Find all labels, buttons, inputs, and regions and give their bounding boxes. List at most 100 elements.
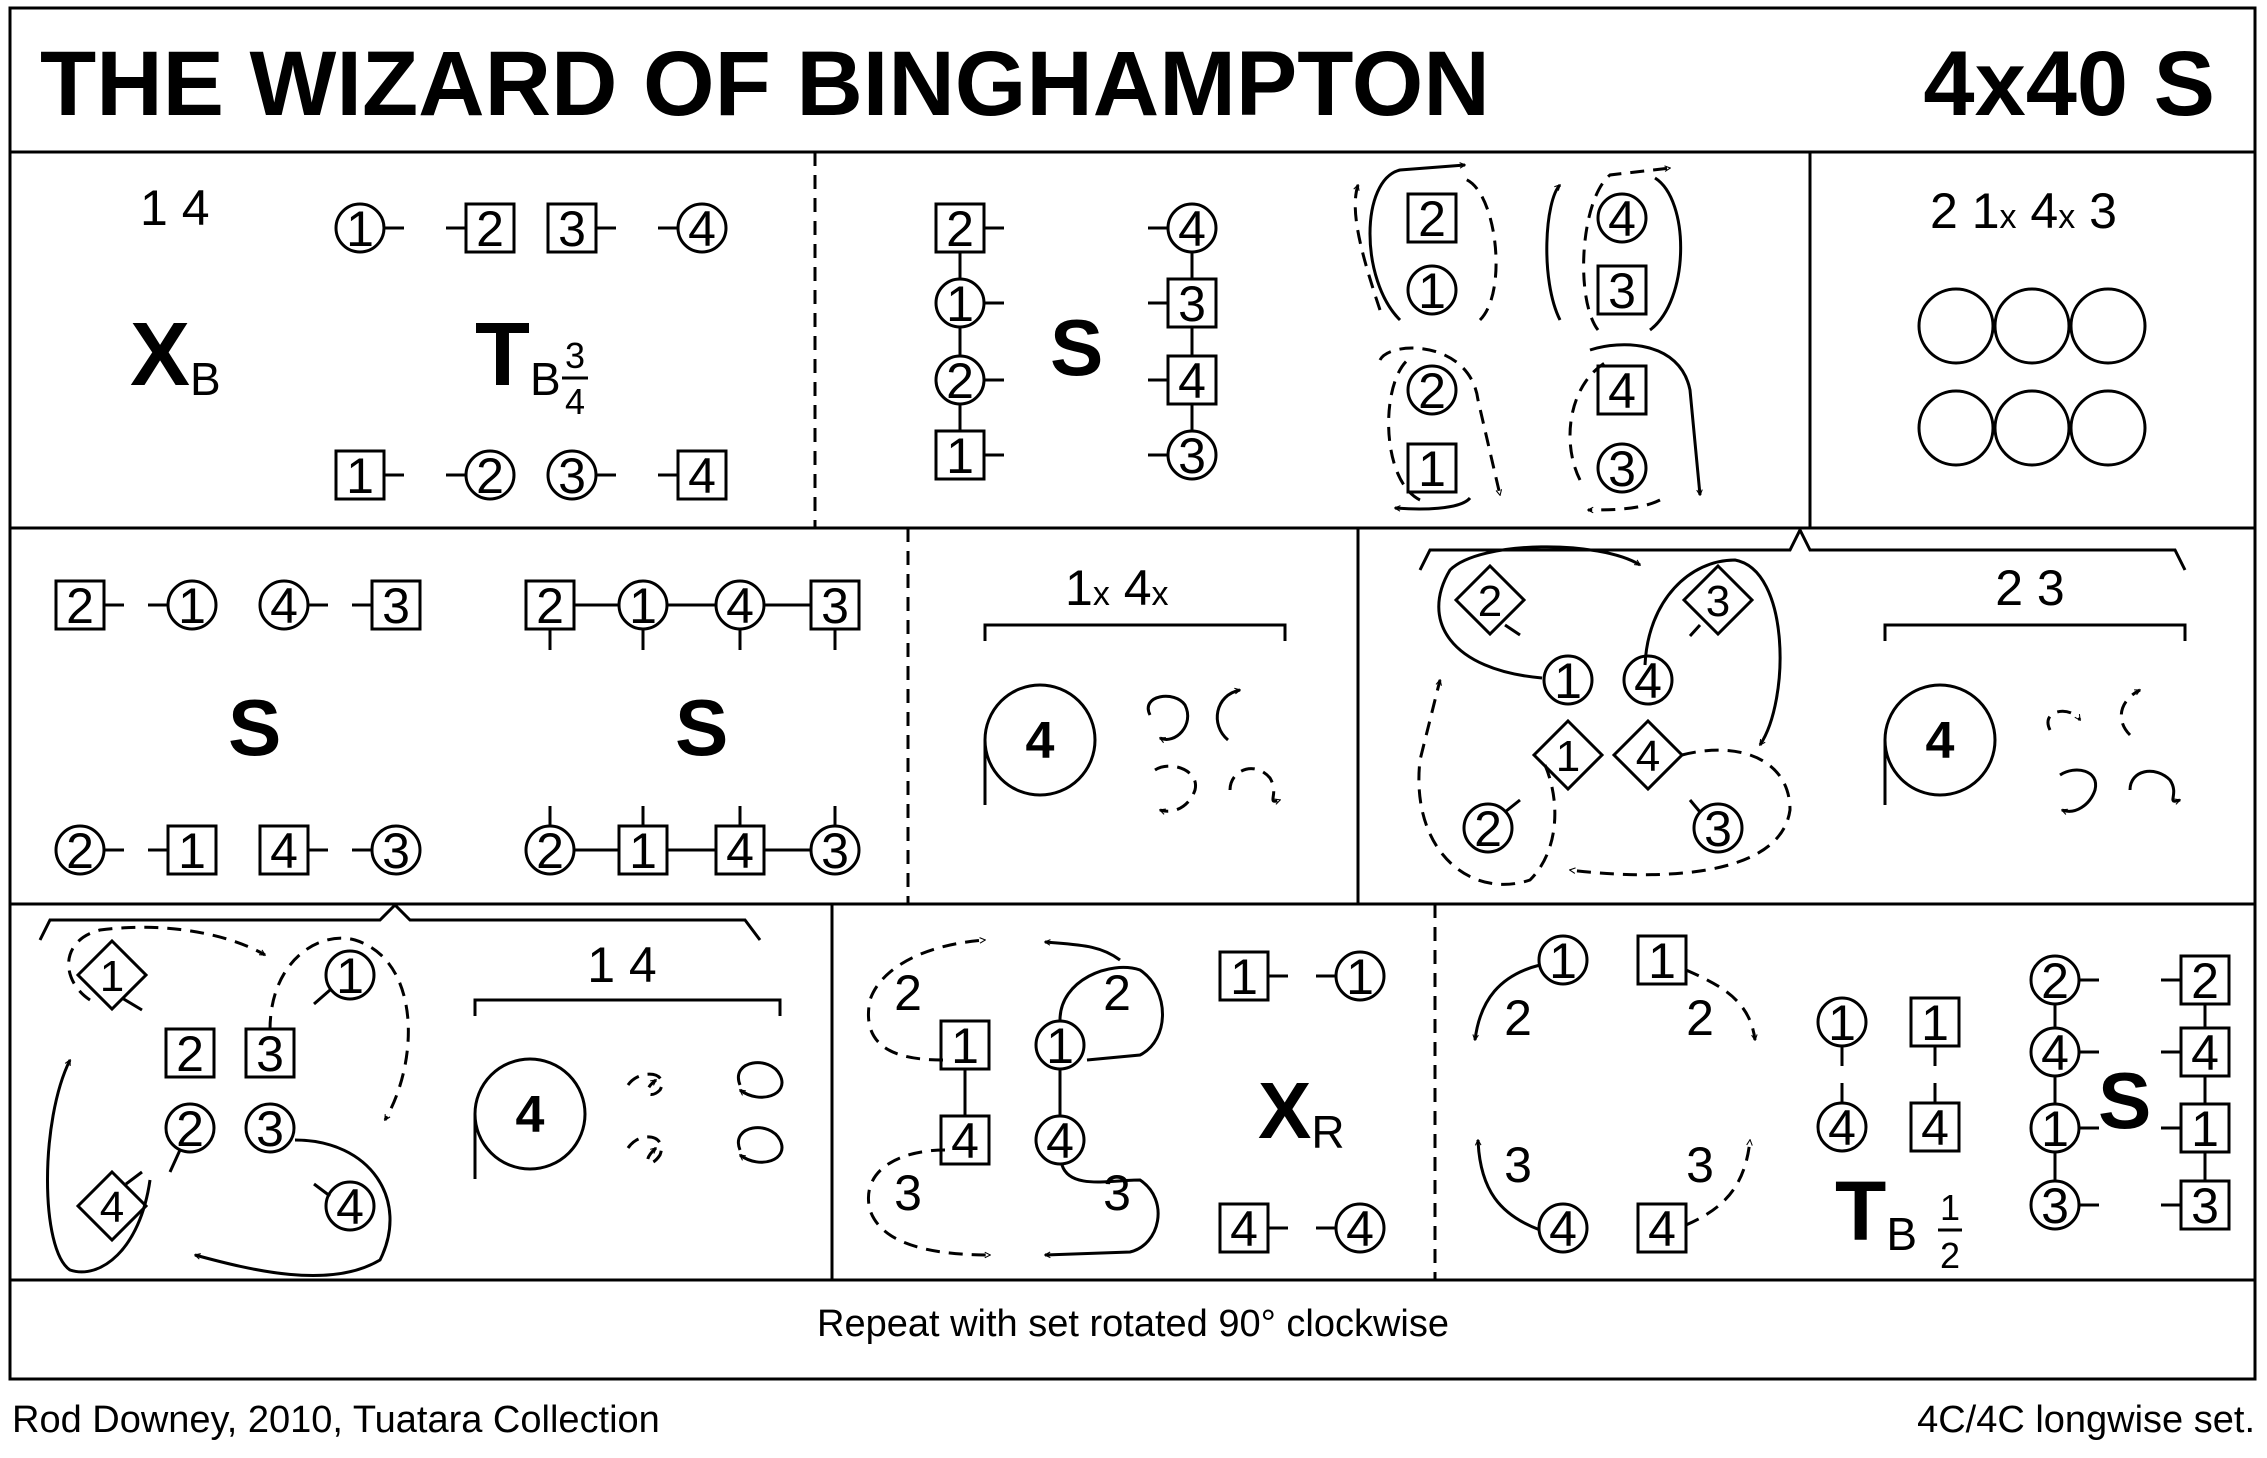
dancer-number: 1 [178, 823, 206, 879]
movement-path [1649, 176, 1683, 332]
movement-path [2128, 769, 2180, 801]
dancer-number: 4 [726, 823, 754, 879]
bar-bracket [983, 623, 1287, 641]
woman-circle [164, 1102, 216, 1154]
bar-bracket [38, 902, 762, 941]
dancer-number: 2 [476, 201, 504, 257]
movement-path [1146, 694, 1190, 739]
dancer-number: 4 [1178, 201, 1206, 257]
dancer-number: 1 [100, 952, 124, 1001]
dancer-diamond [75, 1169, 149, 1243]
cell-end-formation: 2 1x 4x 3 [1917, 183, 2147, 467]
bar-bracket [1418, 526, 2187, 571]
facing-tick [125, 1170, 143, 1186]
woman-circle [1596, 442, 1648, 494]
dancer-number: 3 [558, 201, 586, 257]
movement-path [1459, 176, 1498, 322]
chase-number: 2 [1103, 965, 1131, 1021]
movement-path [1545, 185, 1562, 321]
woman-circle [464, 449, 516, 501]
dancer-number: 4 [1921, 1100, 1949, 1156]
movement-path [1058, 965, 1164, 1062]
circle-four-label: 4 [1926, 712, 1955, 770]
man-square [258, 824, 310, 876]
movement-path [736, 1061, 784, 1099]
dancer-number: 3 [1608, 263, 1636, 319]
movement-path [67, 925, 265, 1002]
dancer-number: 4 [1648, 1201, 1676, 1257]
dancer-number: 4 [336, 1179, 364, 1235]
facing-tick [121, 996, 143, 1012]
dancer-number: 1 [1418, 263, 1446, 319]
movement-path [1395, 496, 1472, 509]
woman-circle [1596, 192, 1648, 244]
dancer-number: 1 [346, 448, 374, 504]
turn-fraction-den: 4 [565, 381, 585, 422]
dance-credit: Rod Downey, 2010, Tuatara Collection [12, 1399, 660, 1441]
dancer-number: 1 [346, 201, 374, 257]
cross-symbol: XB [130, 305, 221, 405]
dancer-diamond [1611, 718, 1685, 792]
woman-circle [1542, 654, 1594, 706]
dancer-number: 3 [1706, 577, 1730, 626]
movement-path [1368, 165, 1465, 322]
man-square [1636, 934, 1688, 986]
dancer-number: 1 [1549, 933, 1577, 989]
facing-tick [1504, 623, 1521, 637]
woman-circle [1406, 364, 1458, 416]
dancer-number: 4 [270, 823, 298, 879]
dancer-number: 4 [1346, 1201, 1374, 1257]
man-square [370, 579, 422, 631]
cell-1x4x-turn: 1x 4x 4 [983, 560, 1287, 811]
dancer-number: 2 [1418, 363, 1446, 419]
dance-formation: 4x40 S [1923, 33, 2215, 135]
movement-path [2046, 709, 2082, 731]
movement-path [1387, 356, 1421, 502]
position-circle [2069, 389, 2147, 467]
movement-path [1475, 963, 1541, 1040]
facing-tick [1504, 798, 1521, 814]
movement-path [736, 1126, 784, 1164]
dancer-number: 2 [946, 353, 974, 409]
dancer-number: 4 [1178, 353, 1206, 409]
man-square [1406, 442, 1458, 494]
woman-circle [1537, 1202, 1589, 1254]
woman-circle [676, 202, 728, 254]
movement-path [1685, 1140, 1750, 1227]
facing-tick [168, 1149, 182, 1173]
dancer-number: 4 [270, 578, 298, 634]
dancer-number: 2 [946, 201, 974, 257]
dancer-number: 3 [2191, 1178, 2219, 1234]
dancer-number: 1 [1648, 933, 1676, 989]
dancer-number: 2 [176, 1026, 204, 1082]
dancer-number: 1 [336, 948, 364, 1004]
dancer-number: 4 [1828, 1100, 1856, 1156]
dancer-number: 2 [66, 578, 94, 634]
position-circle [1993, 389, 2071, 467]
facing-tick [313, 1182, 331, 1198]
dancer-number: 4 [100, 1183, 124, 1232]
dancer-number: 3 [382, 578, 410, 634]
dance-title: THE WIZARD OF BINGHAMPTON [40, 33, 1490, 135]
facing-tick [1688, 799, 1702, 813]
movement-path [1588, 498, 1661, 510]
chase-number: 2 [894, 965, 922, 1021]
movement-path [1478, 1140, 1541, 1232]
woman-circle [1334, 1202, 1386, 1254]
dancers-label: 1 4 [587, 937, 657, 993]
facing-tick [313, 988, 331, 1006]
woman-circle [1622, 654, 1674, 706]
set-type: 4C/4C longwise set. [1917, 1399, 2255, 1441]
movement-path [1154, 764, 1197, 811]
woman-circle [1334, 950, 1386, 1002]
movement-path [1378, 346, 1500, 495]
turn-fraction-num: 3 [565, 335, 585, 376]
movement-path [1437, 545, 1640, 680]
man-square [1636, 1202, 1688, 1254]
movement-path [1643, 558, 1782, 745]
dancer-number: 4 [2041, 1025, 2069, 1081]
dancer-number: 3 [256, 1026, 284, 1082]
